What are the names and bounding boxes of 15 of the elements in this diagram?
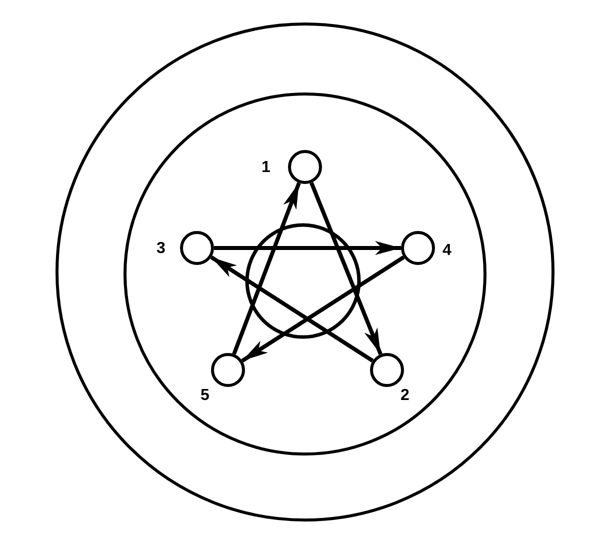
arrow [310, 182, 382, 355]
arrow [214, 241, 401, 255]
node-circle [288, 150, 322, 184]
node-circle [211, 353, 245, 387]
arrow [232, 182, 301, 355]
arrow [210, 256, 374, 362]
node-number: 3 [156, 241, 166, 257]
node-circle [180, 231, 214, 265]
node-circle [370, 353, 404, 387]
node-number: 2 [400, 388, 410, 404]
arrow [241, 256, 405, 362]
node-number: 5 [200, 388, 210, 404]
node-number: 1 [262, 160, 270, 176]
node-number: 4 [442, 243, 452, 259]
node-circle [401, 231, 435, 265]
